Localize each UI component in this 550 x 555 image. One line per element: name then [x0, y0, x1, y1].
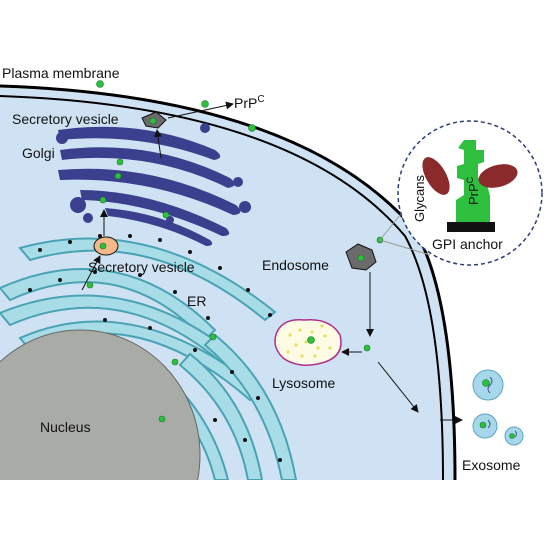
plasma-membrane-inner [0, 95, 444, 481]
prpc-dots [86, 80, 515, 439]
golgi-apparatus [56, 123, 251, 246]
label-gpi-anchor: GPI anchor [432, 236, 503, 252]
lysosome-contents [286, 324, 332, 358]
label-golgi: Golgi [22, 145, 55, 161]
exosomes [472, 369, 524, 446]
plasma-membrane [0, 84, 457, 481]
label-er: ER [187, 293, 206, 309]
label-nucleus: Nucleus [40, 419, 91, 435]
label-lysosome: Lysosome [272, 375, 336, 391]
glycan-left [422, 157, 450, 195]
label-endosome: Endosome [262, 257, 329, 273]
lysosome [274, 318, 342, 366]
label-exosome: Exosome [462, 457, 521, 473]
label-secretory-vesicle-mid: Secretory vesicle [88, 259, 195, 275]
er-ribosomes [28, 234, 282, 462]
glycan-right [478, 164, 518, 188]
label-secretory-vesicle-top: Secretory vesicle [12, 111, 119, 127]
pathway-arrows [81, 101, 463, 424]
label-prpc-main: PrPC [234, 94, 265, 111]
prpc-protein-shape [456, 140, 490, 222]
gpi-anchor-bar [447, 222, 495, 232]
label-glycans: Glycans [412, 175, 427, 222]
nucleus [0, 329, 201, 480]
label-prpc-inset: PrPC [465, 176, 481, 205]
label-plasma-membrane: Plasma membrane [2, 65, 120, 81]
